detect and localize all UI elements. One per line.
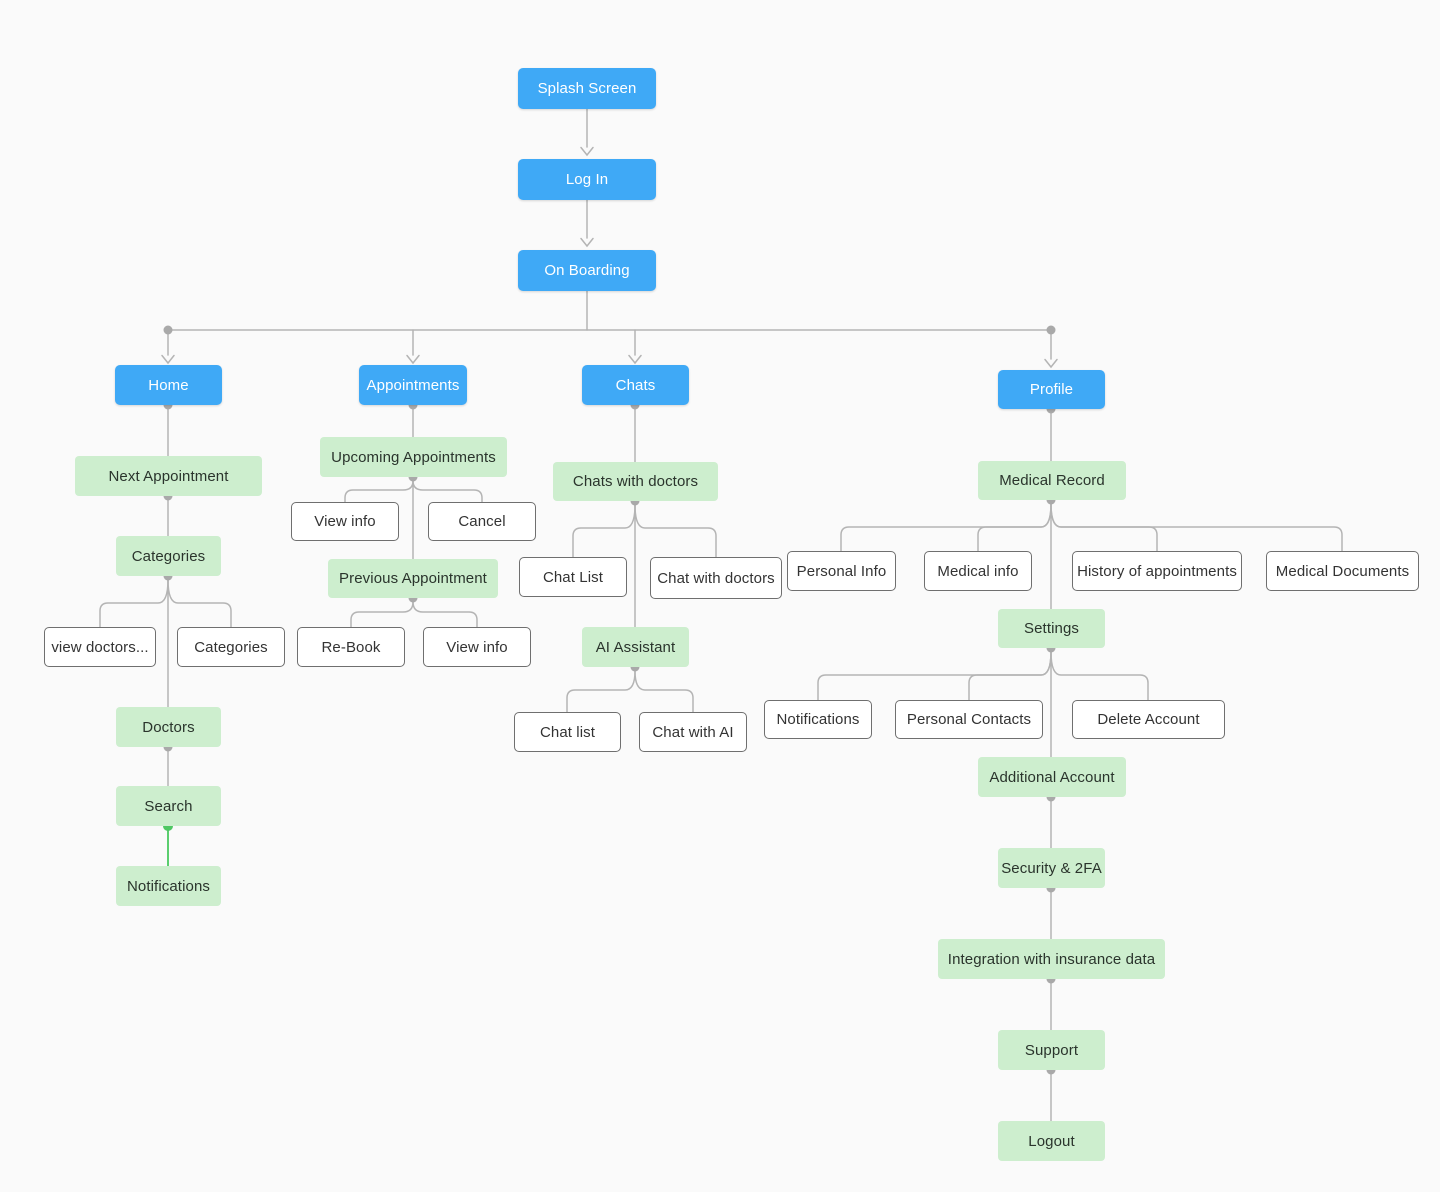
- node-upcoming-appointments[interactable]: Upcoming Appointments: [320, 437, 507, 477]
- node-chats-with-doctors[interactable]: Chats with doctors: [553, 462, 718, 501]
- node-notifications-settings[interactable]: Notifications: [764, 700, 872, 739]
- node-personal-contacts[interactable]: Personal Contacts: [895, 700, 1043, 739]
- node-settings[interactable]: Settings: [998, 609, 1105, 648]
- node-rebook[interactable]: Re-Book: [297, 627, 405, 667]
- node-view-doctors[interactable]: view doctors...: [44, 627, 156, 667]
- node-notifications-home[interactable]: Notifications: [116, 866, 221, 906]
- node-chats[interactable]: Chats: [582, 365, 689, 405]
- node-integration-insurance[interactable]: Integration with insurance data: [938, 939, 1165, 979]
- node-view-info-previous[interactable]: View info: [423, 627, 531, 667]
- node-profile[interactable]: Profile: [998, 370, 1105, 409]
- node-previous-appointment[interactable]: Previous Appointment: [328, 559, 498, 598]
- node-on-boarding[interactable]: On Boarding: [518, 250, 656, 291]
- node-search[interactable]: Search: [116, 786, 221, 826]
- node-personal-info[interactable]: Personal Info: [787, 551, 896, 591]
- node-doctors[interactable]: Doctors: [116, 707, 221, 747]
- node-support[interactable]: Support: [998, 1030, 1105, 1070]
- node-categories-leaf[interactable]: Categories: [177, 627, 285, 667]
- node-next-appointment[interactable]: Next Appointment: [75, 456, 262, 496]
- node-chat-with-ai[interactable]: Chat with AI: [639, 712, 747, 752]
- node-categories[interactable]: Categories: [116, 536, 221, 576]
- node-chat-with-doctors[interactable]: Chat with doctors: [650, 557, 782, 599]
- node-splash-screen[interactable]: Splash Screen: [518, 68, 656, 109]
- node-chat-list-ai[interactable]: Chat list: [514, 712, 621, 752]
- node-history-of-appointments[interactable]: History of appointments: [1072, 551, 1242, 591]
- connector-lines: [99, 108, 1343, 1122]
- node-additional-account[interactable]: Additional Account: [978, 757, 1126, 797]
- node-security-2fa[interactable]: Security & 2FA: [998, 848, 1105, 888]
- node-medical-documents[interactable]: Medical Documents: [1266, 551, 1419, 591]
- node-appointments[interactable]: Appointments: [359, 365, 467, 405]
- node-log-in[interactable]: Log In: [518, 159, 656, 200]
- node-cancel[interactable]: Cancel: [428, 502, 536, 541]
- node-home[interactable]: Home: [115, 365, 222, 405]
- node-ai-assistant[interactable]: AI Assistant: [582, 627, 689, 667]
- node-medical-record[interactable]: Medical Record: [978, 461, 1126, 500]
- node-logout[interactable]: Logout: [998, 1121, 1105, 1161]
- node-medical-info[interactable]: Medical info: [924, 551, 1032, 591]
- node-chat-list-doctors[interactable]: Chat List: [519, 557, 627, 597]
- node-delete-account[interactable]: Delete Account: [1072, 700, 1225, 739]
- node-view-info-upcoming[interactable]: View info: [291, 502, 399, 541]
